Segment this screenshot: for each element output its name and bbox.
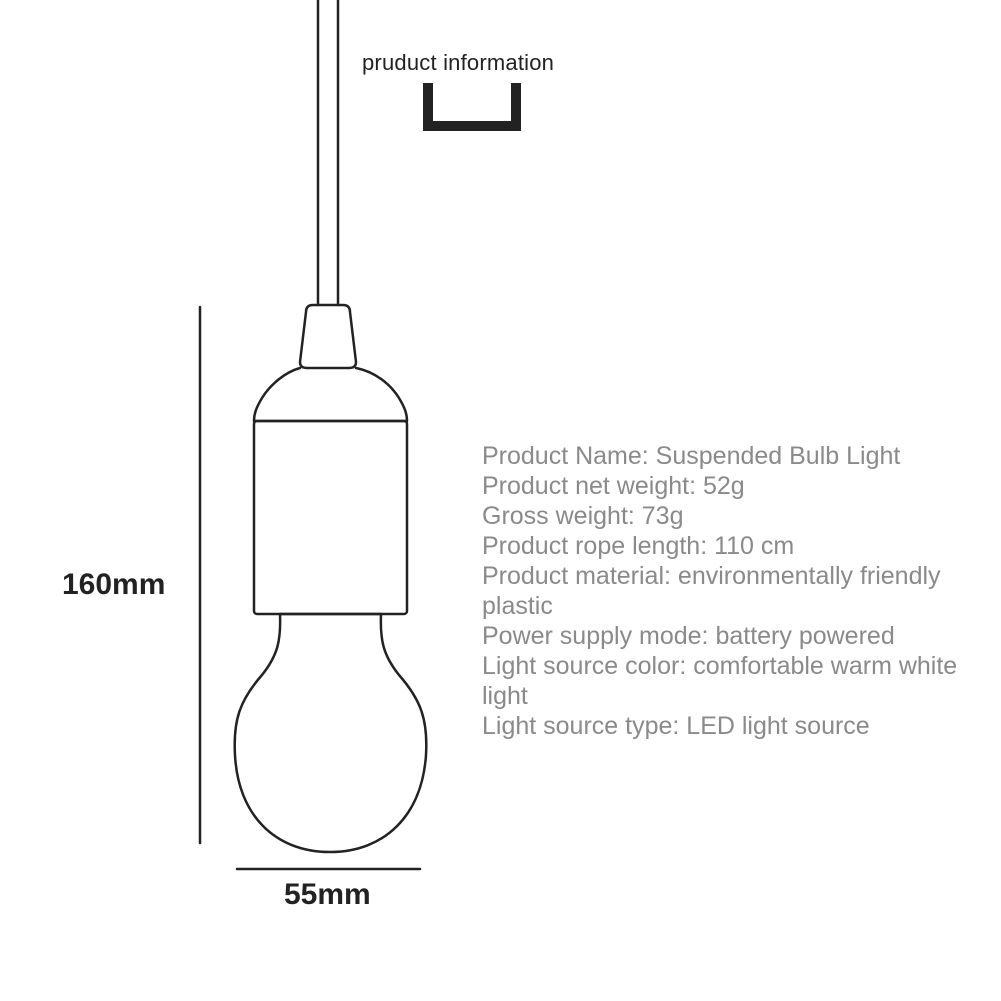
spec-item-rope-length: Product rope length: 110 cm [482, 532, 795, 560]
page-title: pruduct information [362, 50, 555, 75]
height-dimension-label: 160mm [62, 568, 166, 601]
title-bracket-decoration [423, 83, 521, 131]
bulb-holder-shoulder [252, 366, 409, 423]
spec-item-material: Product material: environmentally friend… [482, 562, 941, 620]
spec-item-light-color: Light source color: comfortable warm whi… [482, 652, 958, 710]
spec-item-net-weight: Product net weight: 52g [482, 472, 745, 500]
bulb-glass [233, 612, 428, 854]
spec-item-power-supply: Power supply mode: battery powered [482, 622, 895, 650]
width-dimension-label: 55mm [284, 878, 371, 911]
spec-item-gross-weight: Gross weight: 73g [482, 502, 684, 530]
spec-item-product-name: Product Name: Suspended Bulb Light [482, 442, 901, 470]
spec-list: Product Name: Suspended Bulb Light Produ… [482, 441, 982, 741]
bulb-top-cap [298, 303, 358, 370]
spec-item-light-type: Light source type: LED light source [482, 712, 870, 740]
bulb-holder-body [252, 419, 409, 616]
